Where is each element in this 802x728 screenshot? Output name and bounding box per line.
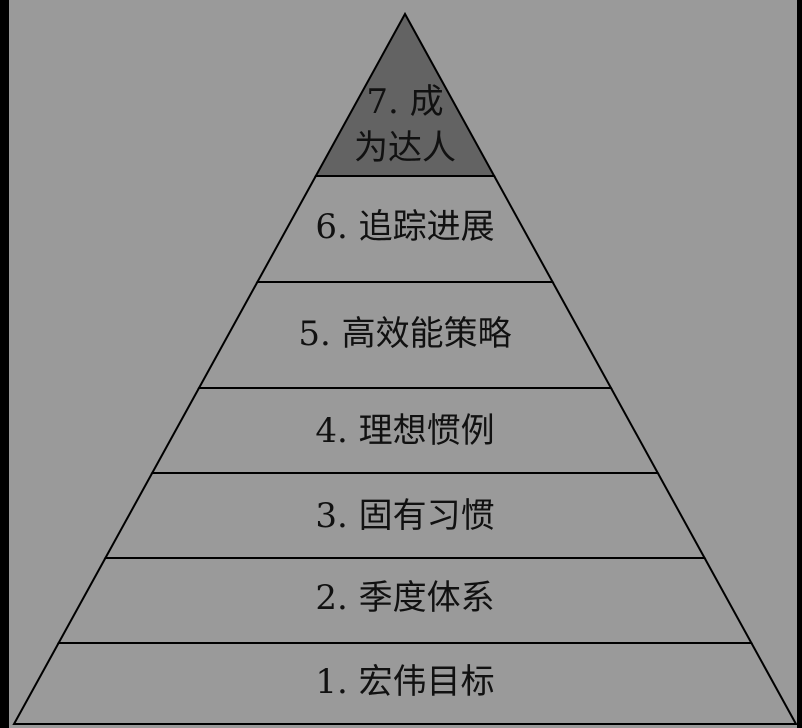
- level-3-label: 3. 固有习惯: [315, 496, 494, 536]
- level-5-label: 5. 高效能策略: [298, 314, 511, 354]
- level-6-label: 6. 追踪进展: [315, 207, 494, 247]
- level-7-label-line-2: 为达人: [354, 128, 456, 168]
- level-2-label: 2. 季度体系: [315, 578, 494, 618]
- level-4-label: 4. 理想惯例: [315, 411, 494, 451]
- level-7-label-line-1: 7. 成: [366, 82, 443, 122]
- level-1-label: 1. 宏伟目标: [315, 662, 494, 702]
- pyramid-level-7-apex: [314, 11, 496, 177]
